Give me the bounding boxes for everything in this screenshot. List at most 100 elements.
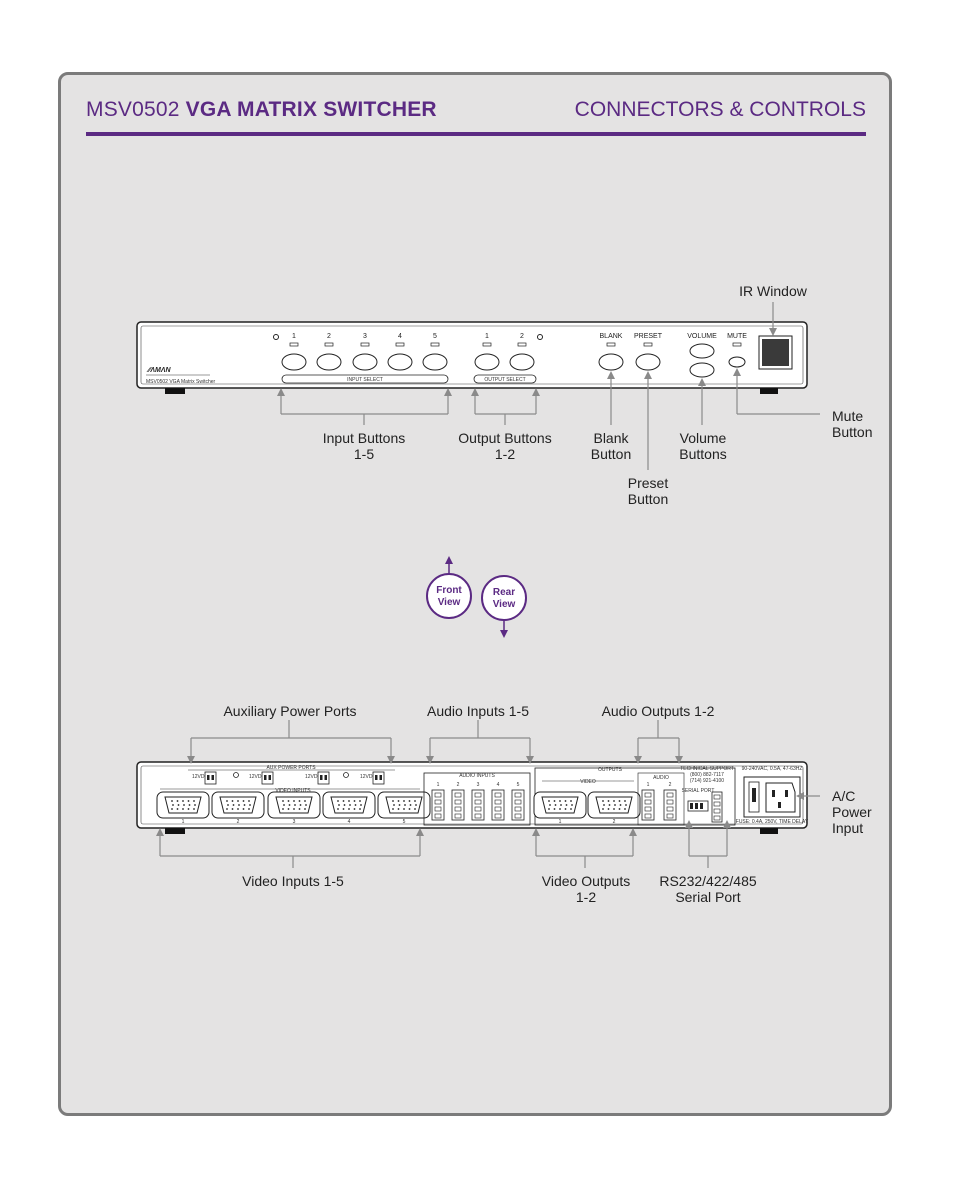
front-foot-right [760, 388, 778, 394]
aux-voltage-label-4: 12VDC [360, 774, 377, 780]
ir-window-glass [762, 339, 789, 366]
video-input-1 [156, 791, 210, 819]
volume-down-button[interactable] [689, 362, 715, 378]
preset-button[interactable] [635, 353, 661, 371]
blank-button[interactable] [598, 353, 624, 371]
rear-foot-right [760, 828, 778, 834]
front-view-label-1: Front [436, 585, 462, 596]
input-led-3 [360, 342, 370, 347]
output-button-2[interactable] [509, 353, 535, 371]
video-input-2 [211, 791, 265, 819]
blank-label: BLANK [600, 333, 623, 340]
output-number-1: 1 [485, 333, 489, 340]
input-button-1[interactable] [281, 353, 307, 371]
fuse-spec-label: FUSE: 0.4A, 250V, TIME DELAY [736, 819, 809, 825]
front-model-caption: MSV0502 VGA Matrix Switcher [146, 379, 216, 385]
aux-power-ports-label: AUX POWER PORTS [266, 765, 316, 771]
preset-led [643, 342, 653, 347]
outputs-video-label: VIDEO [580, 779, 596, 785]
model-number: MSV0502 [86, 98, 180, 121]
section-title: CONNECTORS & CONTROLS [574, 98, 866, 121]
video-input-number-3: 3 [293, 819, 296, 825]
rear-callout-lines [156, 720, 820, 868]
outputs-audio-label: AUDIO [653, 775, 669, 781]
video-input-3 [267, 791, 321, 819]
audio-input-number-5: 5 [517, 782, 520, 788]
ir-sensor-icon [273, 334, 279, 340]
audio-input-terminal-4 [491, 789, 505, 821]
title-rule [86, 132, 866, 136]
video-input-number-2: 2 [237, 819, 240, 825]
front-foot-left [165, 388, 185, 394]
input-button-2[interactable] [316, 353, 342, 371]
input-led-4 [395, 342, 405, 347]
tech-support-label: TECHNICAL SUPPORT [680, 766, 734, 772]
volume-up-button[interactable] [689, 343, 715, 359]
front-view-label-2: View [438, 597, 461, 608]
input-led-2 [324, 342, 334, 347]
aux-screw-icon-2 [343, 772, 349, 778]
mute-button[interactable] [728, 356, 746, 368]
rear-view-label-1: Rear [493, 587, 515, 598]
mute-label: MUTE [727, 333, 747, 340]
output-select-label: OUTPUT SELECT [484, 377, 525, 383]
audio-inputs-block [423, 772, 531, 826]
audio-input-number-1: 1 [437, 782, 440, 788]
input-number-4: 4 [398, 333, 402, 340]
video-input-number-5: 5 [403, 819, 406, 825]
outputs-label: OUTPUTS [598, 767, 623, 773]
input-button-5[interactable] [422, 353, 448, 371]
audio-input-number-2: 2 [457, 782, 460, 788]
aux-power-port-1 [204, 771, 217, 785]
input-number-1: 1 [292, 333, 296, 340]
audio-inputs-label: AUDIO INPUTS [459, 773, 495, 779]
video-inputs-callout: Video Inputs 1-5 [242, 873, 344, 889]
audio-input-number-4: 4 [497, 782, 500, 788]
view-indicators: Front View Rear View [426, 556, 527, 638]
mute-led [732, 342, 742, 347]
input-button-3[interactable] [352, 353, 378, 371]
serial-terminal [711, 791, 723, 823]
tech-support-phone-2: (714) 921-4100 [690, 778, 724, 784]
input-select-bar [281, 374, 449, 384]
aux-power-port-4 [372, 771, 385, 785]
serial-port-label: SERIAL PORT [682, 788, 715, 794]
blank-led [606, 342, 616, 347]
rear-foot-left [165, 828, 185, 834]
aux-voltage-label-3: 12VDC [305, 774, 322, 780]
audio-outputs-block [637, 772, 685, 826]
audio-input-terminal-3 [471, 789, 485, 821]
output-number-2: 2 [520, 333, 524, 340]
gear-icon [537, 334, 543, 340]
audio-output-terminal-2 [663, 789, 677, 821]
input-number-5: 5 [433, 333, 437, 340]
aux-power-port-3 [317, 771, 330, 785]
input-button-4[interactable] [387, 353, 413, 371]
video-input-5 [377, 791, 431, 819]
tech-support-phone-1: (800) 882-7117 [690, 772, 724, 778]
output-button-1[interactable] [474, 353, 500, 371]
product-name: VGA MATRIX SWITCHER [185, 98, 437, 121]
aux-voltage-label-2: 12VDC [249, 774, 266, 780]
audio-output-terminal-1 [641, 789, 655, 821]
output-led-2 [517, 342, 527, 347]
audio-input-terminal-1 [431, 789, 445, 821]
output-led-1 [482, 342, 492, 347]
content-panel [58, 72, 892, 1116]
